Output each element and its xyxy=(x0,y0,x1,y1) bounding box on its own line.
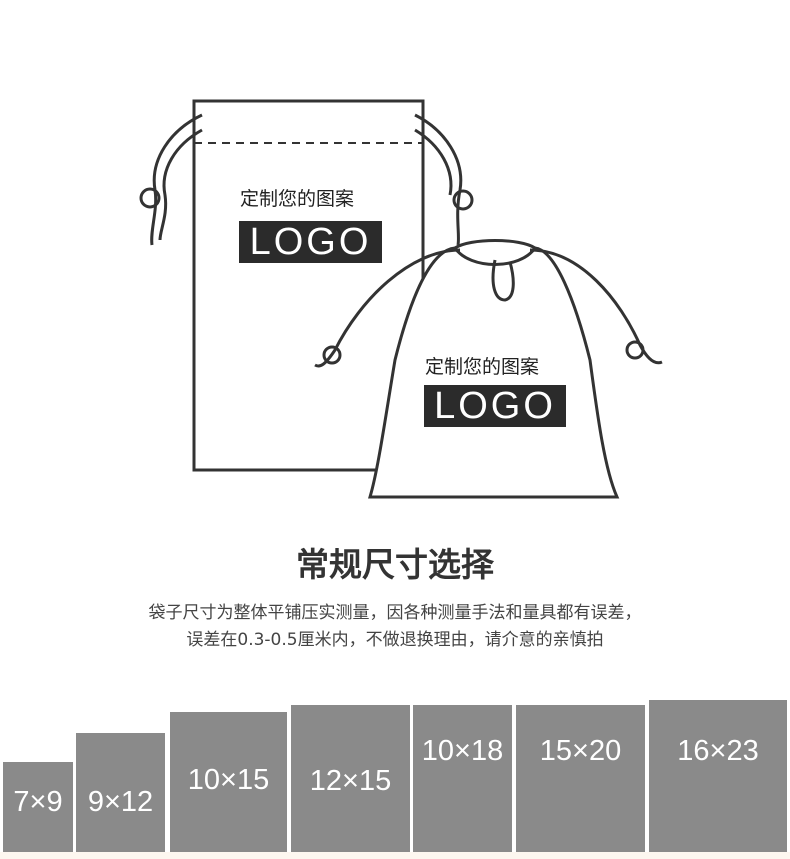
small-bag-outline xyxy=(314,239,663,499)
large-bag-logo: LOGO xyxy=(239,221,382,263)
section-title: 常规尺寸选择 xyxy=(296,545,494,584)
size-box-12x15: 12×15 xyxy=(291,705,410,852)
size-box-10x15: 10×15 xyxy=(170,712,287,852)
drawstring-bags-illustration xyxy=(139,99,663,499)
description-line-2: 误差在0.3-0.5厘米内，不做退换理由，请介意的亲慎拍 xyxy=(186,630,604,650)
size-box-10x18: 10×18 xyxy=(413,705,512,852)
size-box-9x12: 9×12 xyxy=(76,733,165,852)
size-box-7x9: 7×9 xyxy=(3,762,73,852)
description-line-1: 袋子尺寸为整体平铺压实测量，因各种测量手法和量具都有误差， xyxy=(148,603,642,623)
size-box-16x23: 16×23 xyxy=(649,700,787,852)
size-box-15x20: 15×20 xyxy=(516,705,645,852)
small-bag-caption: 定制您的图案 xyxy=(425,356,540,378)
floor-strip xyxy=(0,852,790,859)
small-bag-logo: LOGO xyxy=(424,385,566,427)
large-bag-caption: 定制您的图案 xyxy=(240,188,355,210)
